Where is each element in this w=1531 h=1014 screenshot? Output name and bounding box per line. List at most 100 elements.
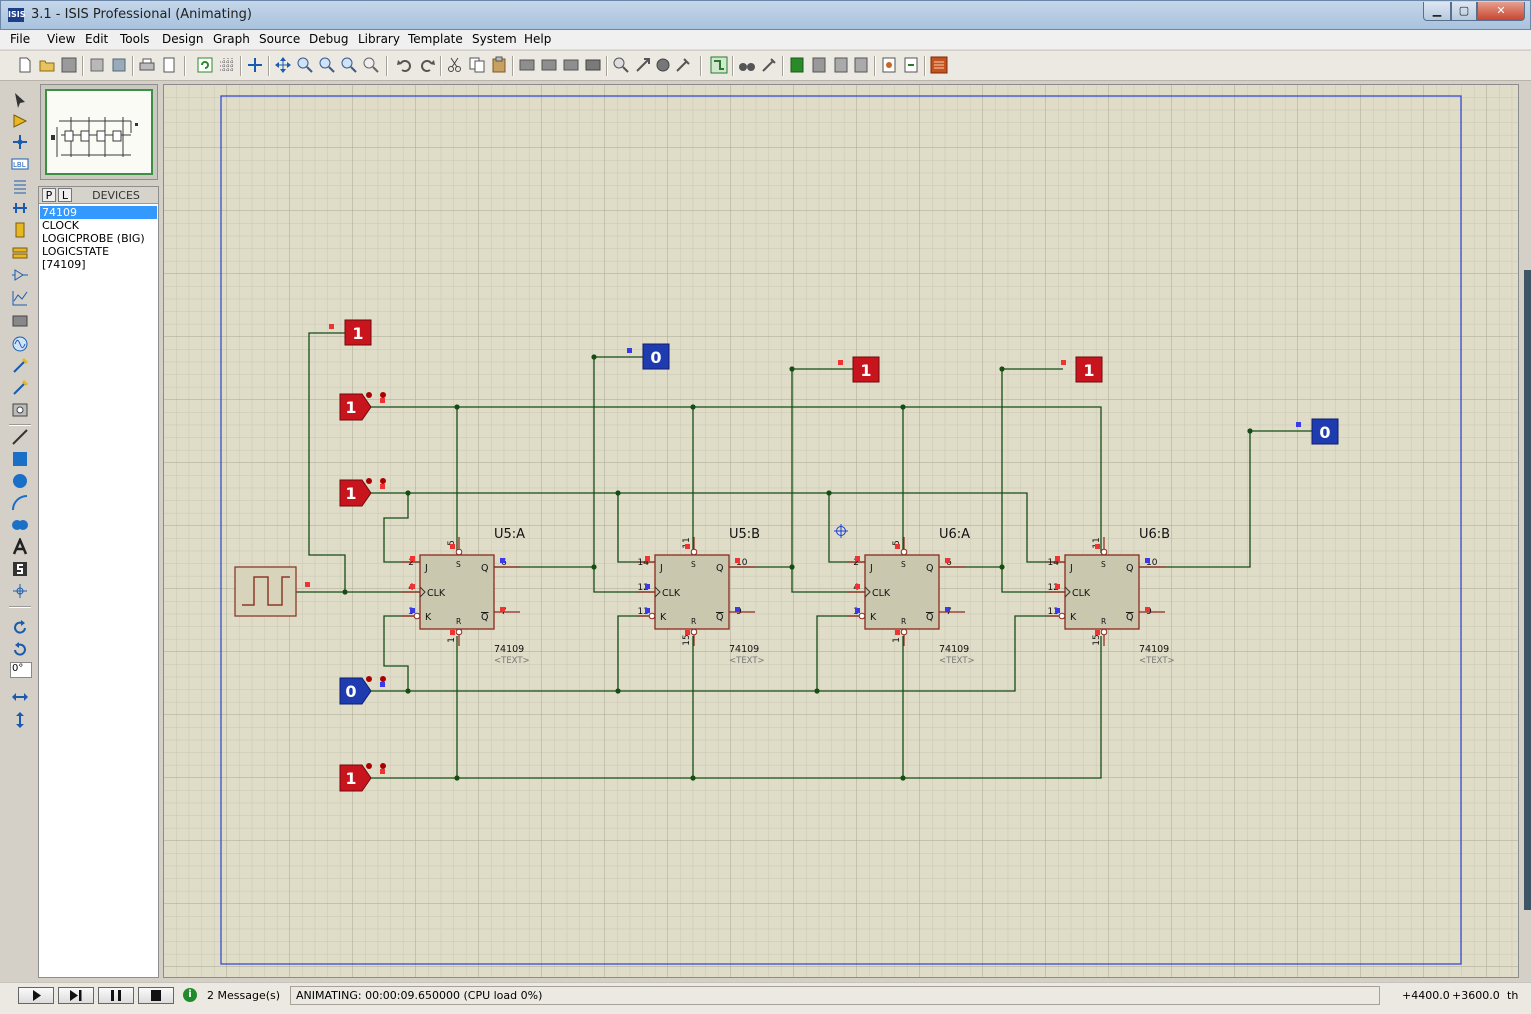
menu-library[interactable]: Library [358,32,400,46]
menu-debug[interactable]: Debug [309,32,349,46]
wire-label-icon[interactable]: LBL [11,155,29,173]
redraw-icon[interactable] [196,56,214,74]
device-pins-icon[interactable] [11,266,29,284]
bill-of-materials-icon[interactable] [852,56,870,74]
overview-window[interactable] [40,84,158,180]
line-2d-icon[interactable] [11,428,29,446]
undo-icon[interactable] [396,56,414,74]
library-manager-button[interactable]: L [58,188,72,202]
netlist-icon[interactable] [902,56,920,74]
menu-view[interactable]: View [47,32,76,46]
graph-mode-icon[interactable] [11,289,29,307]
schematic-editing-window[interactable]: 1 0 1 1 0 1 1 0 1 [163,84,1519,978]
pan-icon[interactable] [274,56,292,74]
logic-probe[interactable]: 1 [838,356,880,383]
menu-file[interactable]: File [10,32,31,46]
arc-2d-icon[interactable] [11,494,29,512]
logic-probe[interactable]: 1 [329,319,372,346]
new-sheet-icon[interactable] [788,56,806,74]
export-section-icon[interactable] [110,56,128,74]
block-copy-icon[interactable] [518,56,536,74]
decompose-icon[interactable] [674,56,692,74]
menu-template[interactable]: Template [408,32,463,46]
maximize-button[interactable]: ▢ [1451,2,1477,21]
pause-button[interactable] [98,987,134,1004]
tape-recorder-icon[interactable] [11,312,29,330]
units-indicator[interactable]: th [1507,989,1519,1002]
rotate-clockwise-icon[interactable] [11,619,29,637]
markers-icon[interactable] [11,582,29,600]
menu-system[interactable]: System [472,32,517,46]
overview-viewport[interactable] [45,89,153,175]
step-button[interactable] [58,987,94,1004]
play-button[interactable] [18,987,54,1004]
clock-generator[interactable] [234,566,310,617]
virtual-instruments-icon[interactable] [11,401,29,419]
search-tag-icon[interactable] [738,56,756,74]
import-section-icon[interactable] [88,56,106,74]
print-icon[interactable] [138,56,156,74]
menu-design[interactable]: Design [162,32,204,46]
exit-to-parent-icon[interactable] [832,56,850,74]
print-area-icon[interactable] [160,56,178,74]
generator-icon[interactable] [11,335,29,353]
mirror-horizontal-icon[interactable] [11,688,29,706]
redo-icon[interactable] [418,56,436,74]
make-device-icon[interactable] [634,56,652,74]
symbol-2d-icon[interactable] [11,560,29,578]
zoom-all-icon[interactable] [340,56,358,74]
zoom-in-icon[interactable] [296,56,314,74]
schematic-canvas[interactable]: 1 0 1 1 0 1 1 0 1 [164,85,1518,977]
copy-icon[interactable] [468,56,486,74]
open-folder-icon[interactable] [38,56,56,74]
rotate-anticlockwise-icon[interactable] [11,641,29,659]
subcircuit-icon[interactable] [11,221,29,239]
grid-toggle-icon[interactable] [218,56,236,74]
block-move-icon[interactable] [540,56,558,74]
text-2d-icon[interactable] [11,538,29,556]
menu-help[interactable]: Help [524,32,552,46]
terminals-icon[interactable] [11,243,29,261]
new-file-icon[interactable] [16,56,34,74]
junction-dot-icon[interactable] [11,133,29,151]
box-2d-icon[interactable] [11,450,29,468]
property-assignment-icon[interactable] [760,56,778,74]
cut-icon[interactable] [446,56,464,74]
bus-icon[interactable] [11,199,29,217]
circle-2d-icon[interactable] [11,472,29,490]
device-list-item[interactable]: 74109 [40,206,157,219]
logic-state-toggle[interactable]: 1 [339,763,386,792]
ares-icon[interactable] [930,56,948,74]
close-button[interactable]: ✕ [1477,2,1525,21]
device-list-item[interactable]: CLOCK [42,219,79,232]
block-rotate-icon[interactable] [562,56,580,74]
remove-sheet-icon[interactable] [810,56,828,74]
text-script-icon[interactable] [11,177,29,195]
menu-edit[interactable]: Edit [85,32,109,46]
device-list-item[interactable]: LOGICSTATE [42,245,110,258]
stop-button[interactable] [138,987,174,1004]
menu-source[interactable]: Source [259,32,301,46]
zoom-area-icon[interactable] [362,56,380,74]
selection-mode-icon[interactable] [11,91,29,109]
paste-icon[interactable] [490,56,508,74]
minimize-button[interactable]: ▁ [1423,2,1451,21]
logic-state-toggle[interactable]: 1 [339,392,386,421]
current-probe-icon[interactable] [11,379,29,397]
zoom-out-icon[interactable] [318,56,336,74]
electrical-rule-check-icon[interactable] [880,56,898,74]
logic-probe[interactable]: 1 [1061,356,1103,383]
logic-probe[interactable]: 0 [627,343,670,370]
logic-state-toggle[interactable]: 0 [339,676,386,705]
packaging-tool-icon[interactable] [654,56,672,74]
logic-state-toggle[interactable]: 1 [339,478,386,507]
messages-indicator[interactable]: i 2 Message(s) [181,986,281,1005]
save-icon[interactable] [60,56,78,74]
mirror-vertical-icon[interactable] [11,711,29,729]
pick-from-library-button[interactable]: P [42,188,56,202]
pick-device-icon[interactable] [612,56,630,74]
block-delete-icon[interactable] [584,56,602,74]
menu-graph[interactable]: Graph [213,32,250,46]
